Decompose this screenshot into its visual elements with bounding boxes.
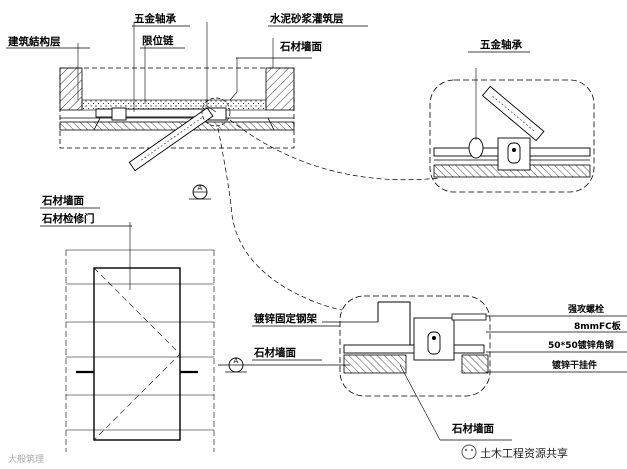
fixing-detail-view [339, 295, 491, 397]
label-hardware-bearing-top: 五金轴承 [134, 12, 176, 25]
label-galvanized-keel: 镀锌干挂件 [552, 359, 597, 371]
top-leaders [77, 22, 274, 113]
label-cement-mortar-layer: 水泥砂浆灌筑层 [269, 12, 344, 25]
label-stone-wall-top: 石材墙面 [279, 40, 322, 53]
label-angle-steel: 50*50镀锌角钢 [548, 339, 614, 351]
callout-curve-top [229, 119, 441, 181]
hinge-detail-view [429, 68, 595, 193]
label-stone-wall-left: 石材墙面 [41, 194, 84, 207]
label-stone-wall-mid: 石材墙面 [253, 346, 296, 359]
top-section-view [59, 67, 295, 172]
svg-text:A: A [234, 357, 239, 365]
label-stone-access-door: 石材检修门 [41, 212, 95, 225]
callout-curve-mid [217, 127, 343, 311]
label-hardware-bearing-detail: 五金轴承 [480, 38, 522, 51]
label-plate-8mm: 8mmFC板 [574, 320, 622, 332]
label-structural-layer: 建筑結构层 [7, 35, 61, 48]
label-limit-chain: 限位链 [142, 34, 174, 47]
section-mark-mid: A [218, 357, 350, 373]
label-galvanized-frame: 镀锌固定钢架 [254, 312, 317, 325]
watermark-bottom-left: 大般筑理 [8, 453, 44, 465]
label-stone-wall-bottom: 石材墙面 [451, 422, 494, 435]
svg-text:土木工程资源共享: 土木工程资源共享 [480, 446, 568, 460]
label-anchor-bolt: 强攻螺栓 [568, 303, 604, 315]
elevation-view [65, 249, 215, 452]
section-mark-top: A [189, 184, 211, 200]
watermark-brand: 土木工程资源共享 [461, 444, 568, 460]
svg-text:A: A [198, 184, 203, 192]
